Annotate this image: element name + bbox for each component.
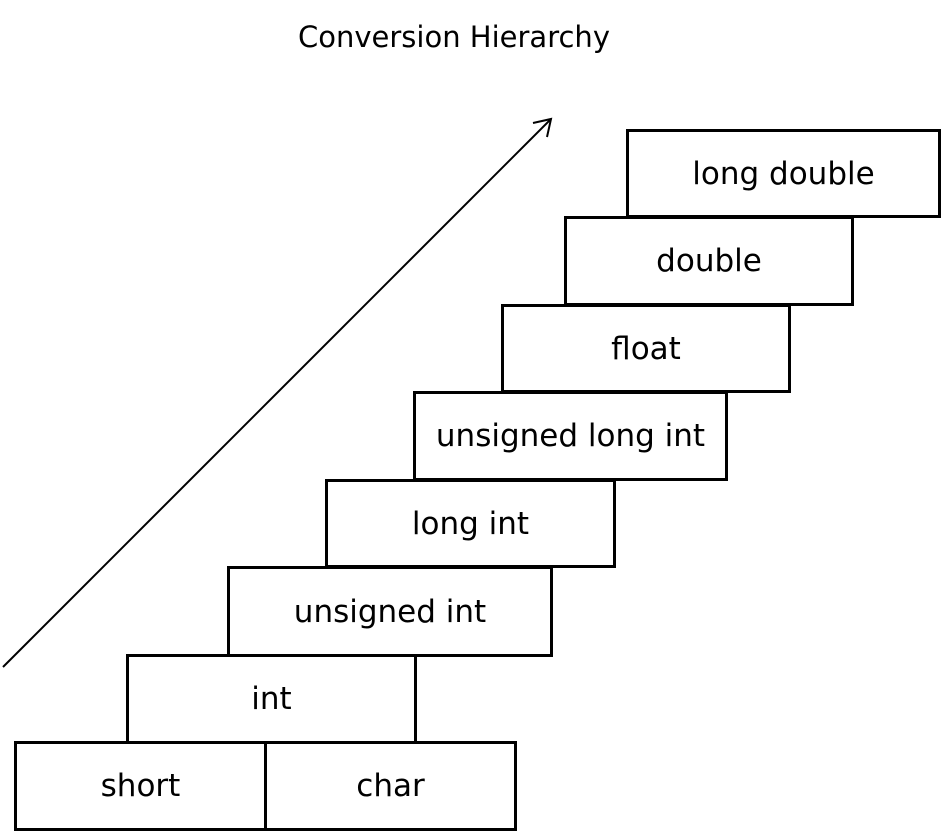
box-label: long int: [411, 505, 530, 542]
box-long-int: long int: [325, 479, 616, 568]
box-label: long double: [692, 155, 875, 192]
box-label: float: [611, 330, 681, 367]
box-long-double: long double: [626, 129, 941, 218]
box-float: float: [501, 304, 791, 393]
box-label: int: [251, 681, 292, 717]
box-label: char: [356, 768, 425, 804]
diagram-title: Conversion Hierarchy: [298, 20, 610, 54]
box-label: short: [100, 768, 181, 804]
box-label: unsigned long int: [435, 418, 706, 454]
box-double: double: [564, 216, 854, 306]
box-short: short: [14, 741, 267, 831]
box-label: double: [656, 243, 762, 279]
box-unsigned-int: unsigned int: [227, 566, 553, 657]
box-label: unsigned int: [293, 593, 487, 630]
box-char: char: [264, 741, 517, 831]
box-unsigned-long-int: unsigned long int: [413, 391, 728, 481]
box-int: int: [126, 654, 417, 744]
